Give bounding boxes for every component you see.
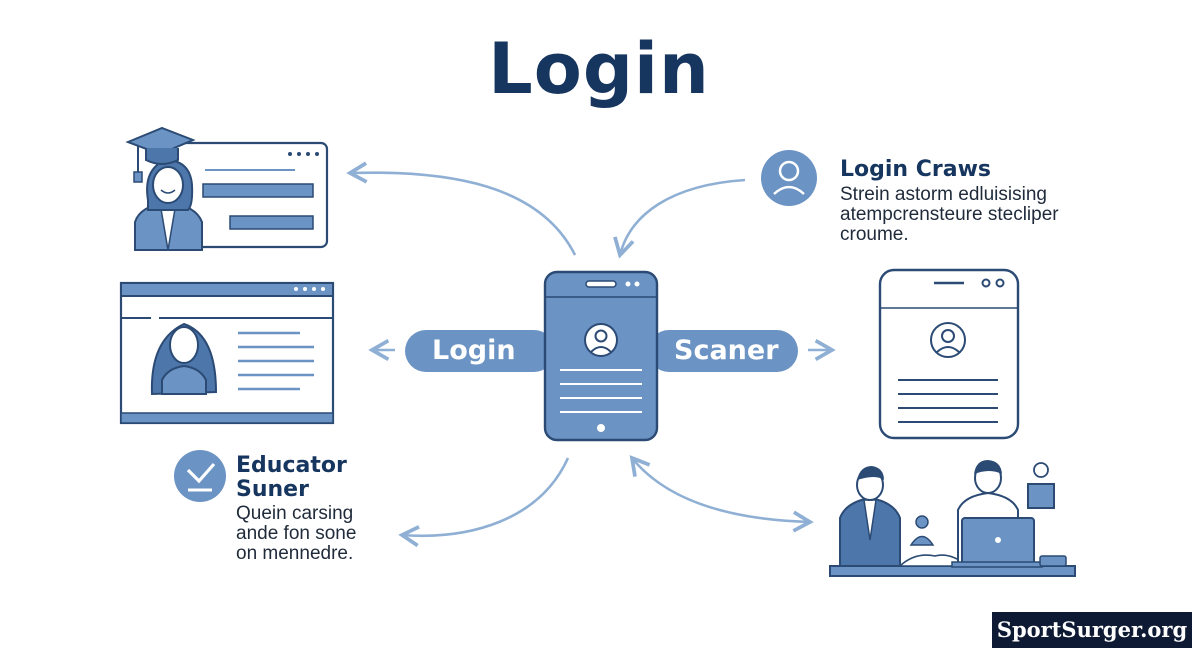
connector-arrows [346, 161, 836, 548]
arrow-to-bottom-left-note [398, 457, 570, 548]
educator-suner-body: Quein carsing ande fon sone on mennedre. [236, 504, 356, 564]
educator-suner-heading: Educator Suner [236, 454, 347, 502]
student-browser-panel [125, 126, 329, 251]
note-line: atempcrensteure stecliper [840, 204, 1059, 225]
arrow-to-team-illustration [629, 455, 814, 533]
scaner-pill [648, 330, 798, 372]
laptop-icon [951, 517, 1043, 568]
watermark-badge: SportSurger.org [992, 612, 1192, 648]
login-craws-body: Strein astorm edluisising atempcrensteur… [840, 185, 1059, 245]
tablet-panel [878, 268, 1020, 440]
heading-line: Educator [236, 453, 347, 478]
arrow-to-top-left-panel [346, 161, 577, 256]
login-pill-label: Login [432, 335, 516, 366]
team-desk-illustration [829, 460, 1076, 577]
note-line: Strein astorm edluisising [840, 184, 1047, 205]
check-icon [174, 450, 226, 502]
heading-line: Suner [236, 477, 309, 502]
login-pill [405, 330, 555, 372]
arrow-from-top-right-note [613, 178, 746, 259]
note-line: croume. [840, 224, 909, 245]
graduation-cap-icon [125, 126, 196, 183]
diagram-title: Login [488, 28, 710, 110]
scaner-pill-label: Scaner [674, 335, 779, 366]
central-phone [543, 270, 659, 442]
login-craws-heading: Login Craws [840, 157, 992, 182]
profile-browser-panel [119, 281, 335, 425]
note-line: on mennedre. [236, 543, 354, 564]
login-craws-avatar [761, 150, 817, 206]
user-avatar-icon [590, 329, 612, 353]
note-line: Quein carsing [236, 503, 354, 524]
note-line: ande fon sone [236, 523, 357, 544]
